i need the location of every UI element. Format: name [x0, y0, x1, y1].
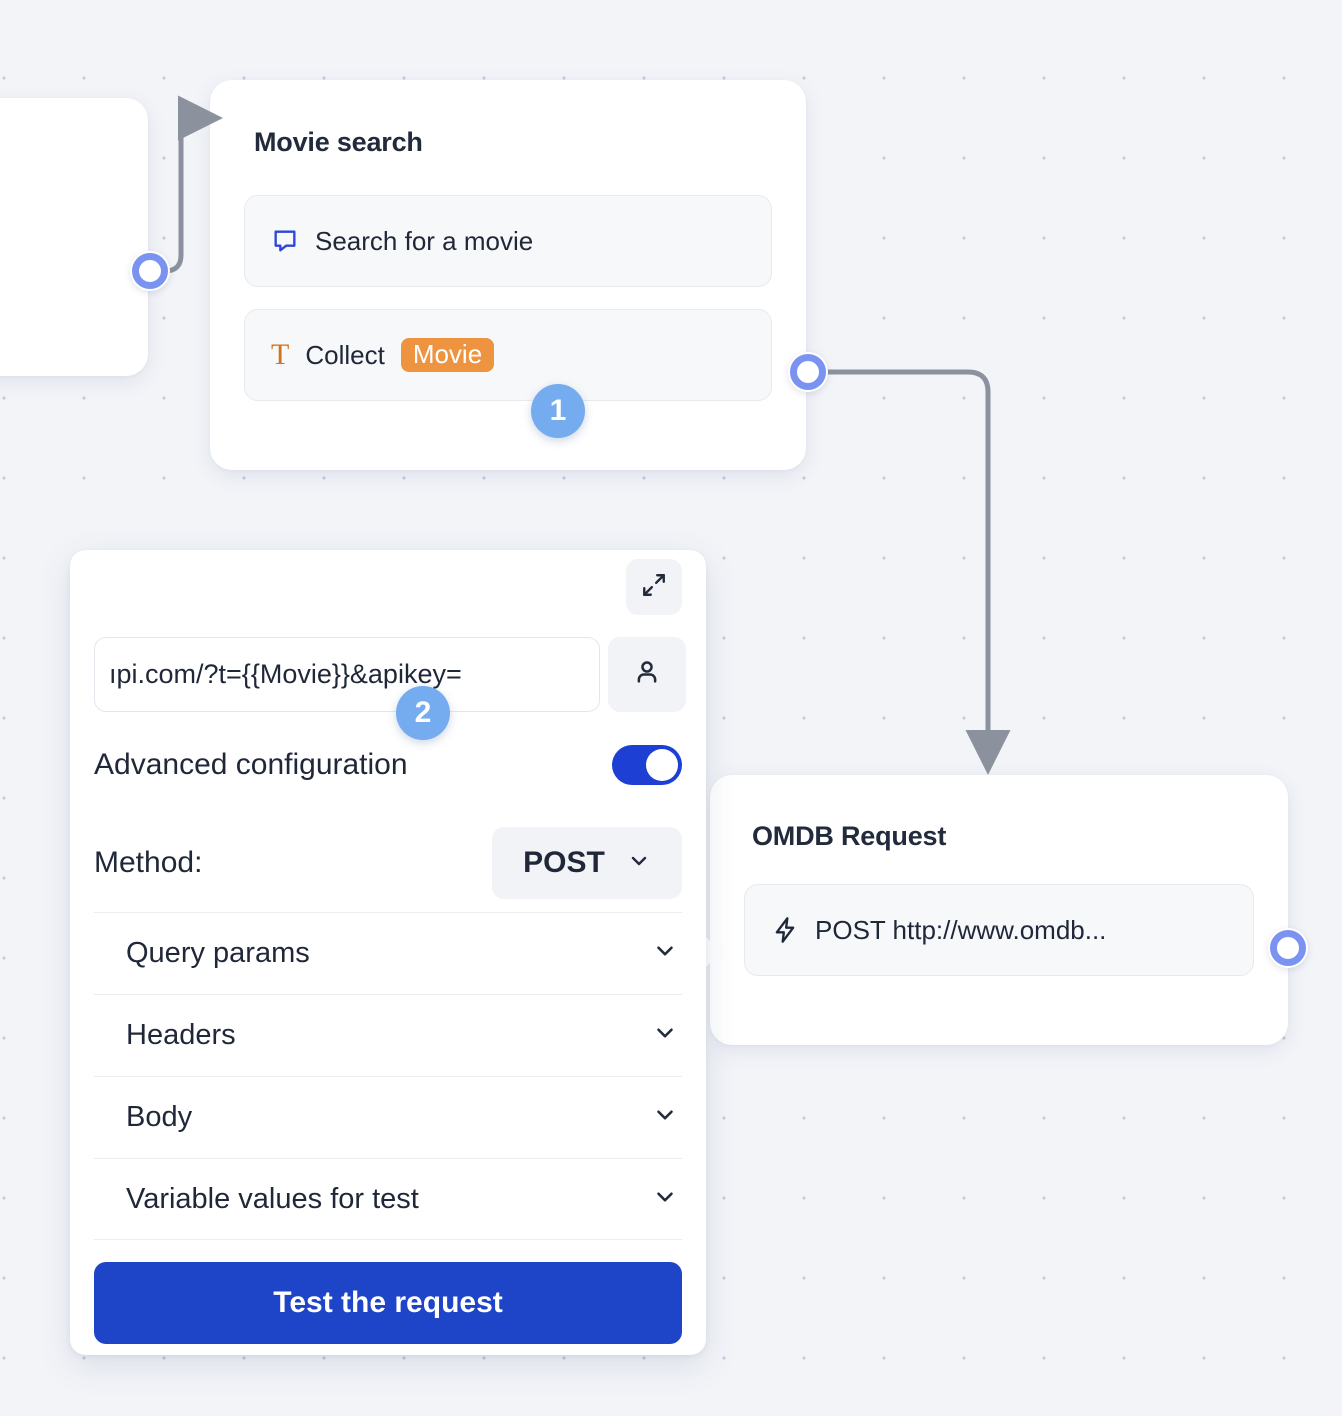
node-title-movie-search: Movie search [254, 127, 423, 157]
method-select[interactable]: POST [492, 827, 682, 899]
variable-badge-movie[interactable]: Movie [400, 338, 495, 372]
chevron-down-icon [627, 849, 651, 878]
edge-movie-search-to-omdb [809, 369, 1011, 775]
chevron-down-icon [652, 938, 678, 969]
advanced-configuration-row: Advanced configuration [94, 745, 682, 785]
previous-node-partial[interactable] [0, 98, 148, 376]
node-row-label: Search for a movie [315, 225, 534, 256]
chevron-down-icon [652, 1020, 678, 1051]
chevron-down-icon [652, 1184, 678, 1215]
advanced-configuration-toggle[interactable] [612, 745, 682, 785]
accordion-label: Query params [126, 937, 310, 969]
node-omdb-request[interactable]: OMDB Request POST http://www.omdb... [698, 775, 1288, 1045]
port-omdb-request-output[interactable] [1268, 928, 1308, 968]
accordion-label: Headers [126, 1019, 236, 1051]
request-accordion: Query params Headers Body Variable value… [94, 912, 682, 1240]
node-row-label: POST http://www.omdb... [815, 914, 1107, 945]
node-row-label: Collect [305, 339, 385, 370]
advanced-configuration-label: Advanced configuration [94, 748, 408, 781]
node-row-collect[interactable]: T Collect Movie [244, 309, 772, 401]
node-title-omdb-request: OMDB Request [752, 821, 947, 851]
accordion-item-variable-values-for-test[interactable]: Variable values for test [94, 1158, 682, 1240]
port-movie-search-output[interactable] [788, 352, 828, 392]
edge-left-to-movie-search [147, 95, 223, 274]
test-the-request-button[interactable]: Test the request [94, 1262, 682, 1344]
step-marker-1: 1 [531, 384, 585, 438]
accordion-label: Variable values for test [126, 1182, 419, 1215]
text-input-icon: T [271, 338, 290, 371]
expand-diagonal-icon [641, 572, 667, 603]
node-row-search-for-a-movie[interactable]: Search for a movie [244, 195, 772, 287]
lightning-bolt-icon [771, 916, 799, 944]
port-previous-node-output[interactable] [130, 251, 170, 291]
step-marker-2: 2 [396, 686, 450, 740]
method-label: Method: [94, 846, 203, 879]
method-value: POST [523, 846, 605, 879]
request-config-panel[interactable]: Advanced configuration Method: POST Quer… [70, 550, 706, 1355]
request-url-input[interactable] [94, 637, 600, 712]
node-movie-search[interactable]: Movie search Search for a movie T Collec… [210, 80, 806, 470]
accordion-item-query-params[interactable]: Query params [94, 912, 682, 994]
accordion-item-body[interactable]: Body [94, 1076, 682, 1158]
expand-button[interactable] [626, 559, 682, 615]
person-icon [632, 657, 662, 692]
authorization-button[interactable] [608, 637, 686, 712]
chevron-down-icon [652, 1102, 678, 1133]
url-row [94, 637, 686, 712]
message-bubble-icon [271, 227, 299, 255]
accordion-item-headers[interactable]: Headers [94, 994, 682, 1076]
method-row: Method: POST [94, 827, 682, 899]
accordion-label: Body [126, 1101, 193, 1133]
node-row-post-request[interactable]: POST http://www.omdb... [744, 884, 1254, 976]
